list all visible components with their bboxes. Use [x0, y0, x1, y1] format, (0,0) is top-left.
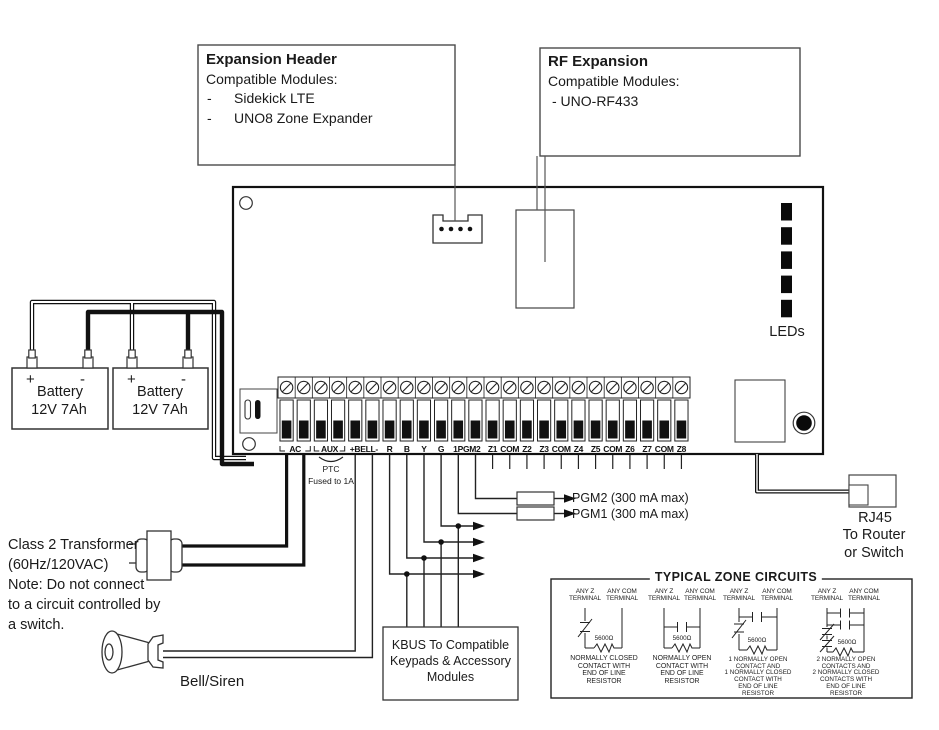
bell-wiring	[163, 455, 374, 659]
ptc-fuse-label: Fused to 1A	[308, 476, 354, 486]
ptc-label: PTC	[322, 464, 340, 474]
terminal-label-COM: COM	[654, 444, 674, 454]
expansion-item-bullet: -	[207, 90, 212, 106]
zone-right-terminal-label: ANY COM TERMINAL	[605, 588, 639, 603]
terminal-label-R: R	[386, 444, 393, 454]
terminal-label-Z2: Z2	[522, 444, 532, 454]
zone-left-terminal-label: ANY Z TERMINAL	[647, 588, 681, 603]
zone-resistor-label: 5600Ω	[747, 637, 767, 644]
callout-leader-lines	[454, 156, 546, 262]
kbus-junction-dots	[404, 523, 462, 577]
terminal-label-Z5: Z5	[590, 444, 601, 454]
battery-plus-label: +	[26, 371, 35, 388]
terminal-label-Z1: Z1	[487, 444, 498, 454]
terminal-label-COM: COM	[500, 444, 520, 454]
zone-right-terminal-label: ANY COM TERMINAL	[683, 588, 717, 603]
pgm2-label: PGM2 (300 mA max)	[572, 491, 689, 505]
battery-minus-label: -	[181, 371, 186, 388]
battery-lead-connector-icon	[239, 388, 278, 434]
zone-circuit-caption: 2 NORMALLY OPEN CONTACTS AND 2 NORMALLY …	[812, 656, 880, 697]
panel-button-icon	[792, 411, 816, 435]
expansion-header-title: Expansion Header	[206, 51, 337, 68]
terminal-label-Z6: Z6	[625, 444, 635, 454]
zone-circuit-caption: 1 NORMALLY OPEN CONTACT AND 1 NORMALLY C…	[724, 656, 792, 697]
battery-spec-label: 12V 7Ah	[132, 402, 188, 418]
rf-expansion-subtitle: Compatible Modules:	[548, 73, 680, 89]
pgm1-label: PGM1 (300 mA max)	[572, 506, 689, 521]
bell-siren-icon	[101, 630, 164, 674]
terminal-label-+BELL-: +BELL-	[349, 444, 378, 454]
mounting-hole-icon	[239, 196, 256, 451]
zone-resistor-label: 5600Ω	[837, 639, 857, 646]
terminal-label-AUX: AUX	[320, 444, 339, 454]
kbus-wiring	[388, 455, 473, 627]
zone-left-terminal-label: ANY Z TERMINAL	[568, 588, 602, 603]
zone-right-terminal-label: ANY COM TERMINAL	[847, 588, 881, 603]
rf-expansion-box	[539, 47, 801, 157]
zone-left-terminal-label: ANY Z TERMINAL	[810, 588, 844, 603]
battery-name-label: Battery	[137, 384, 183, 400]
battery-2-icon	[112, 349, 209, 430]
transformer-icon	[129, 530, 183, 581]
zone-resistor-label: 5600Ω	[672, 635, 692, 642]
terminal-label-COM: COM	[603, 444, 623, 454]
expansion-header-connector-icon	[432, 214, 483, 244]
battery-spec-label: 12V 7Ah	[31, 402, 87, 418]
zone-circuits-title: TYPICAL ZONE CIRCUITS	[649, 570, 823, 584]
kbus-box	[382, 626, 519, 701]
expansion-header-subtitle: Compatible Modules:	[206, 71, 338, 87]
terminal-label-COM: COM	[551, 444, 571, 454]
rj45-wiring	[755, 454, 850, 494]
battery-name-label: Battery	[37, 384, 83, 400]
battery-plus-label: +	[127, 371, 136, 388]
zone-circuits-box	[550, 578, 913, 699]
terminal-label-Z7: Z7	[642, 444, 652, 454]
status-leds-icon	[781, 203, 792, 318]
terminal-label-1PGM2: 1PGM2	[453, 444, 481, 454]
pgm-output-block-icons	[516, 491, 576, 521]
rf-expansion-title: RF Expansion	[548, 53, 649, 70]
rj45-dest-label: To Router	[842, 527, 906, 543]
rj45-dest-label: or Switch	[844, 545, 904, 561]
transformer-note: Class 2 Transformer (60Hz/120VAC) Note: …	[8, 537, 161, 633]
terminal-label-G: G	[437, 444, 445, 454]
terminal-label-Z4: Z4	[573, 444, 584, 454]
zone-left-terminal-label: ANY Z TERMINAL	[722, 588, 756, 603]
terminal-label-marks	[279, 446, 346, 463]
battery-minus-label: -	[80, 371, 85, 388]
kbus-arrow-icons	[473, 521, 485, 579]
zone-circuit-caption: NORMALLY OPEN CONTACT WITH END OF LINE R…	[652, 655, 712, 685]
zone-right-terminal-label: ANY COM TERMINAL	[760, 588, 794, 603]
pgm-wiring	[457, 455, 564, 515]
rj45-connector-icon	[848, 474, 897, 508]
expansion-item-bullet: -	[207, 110, 212, 126]
rj45-label: RJ45	[858, 510, 892, 526]
expansion-item-label: Sidekick LTE	[234, 90, 315, 106]
terminal-label-Z3: Z3	[539, 444, 549, 454]
terminal-label-Z8: Z8	[676, 444, 687, 454]
terminal-label-AC: AC	[289, 444, 301, 454]
terminal-label-Y: Y	[421, 444, 427, 454]
aux-brace-icon	[318, 456, 344, 463]
zone-circuit-drawings	[577, 608, 865, 658]
zone-resistor-label: 5600Ω	[594, 635, 614, 642]
ethernet-jack-icon	[734, 379, 786, 443]
bell-siren-label: Bell/Siren	[180, 673, 245, 690]
expansion-header-box	[197, 44, 456, 166]
terminal-label-B: B	[403, 444, 410, 454]
ac-wiring	[182, 455, 306, 567]
zone-circuit-caption: NORMALLY CLOSED CONTACT WITH END OF LINE…	[570, 655, 638, 685]
screw-terminal-strip	[279, 377, 689, 469]
leds-label: LEDs	[769, 324, 805, 340]
kbus-label: KBUS To Compatible Keypads & Accessory M…	[390, 638, 511, 684]
rf-expansion-item-label: - UNO-RF433	[552, 93, 639, 109]
battery-1-icon	[11, 349, 109, 430]
expansion-item-label: UNO8 Zone Expander	[234, 110, 373, 126]
battery-wiring	[29, 299, 254, 467]
